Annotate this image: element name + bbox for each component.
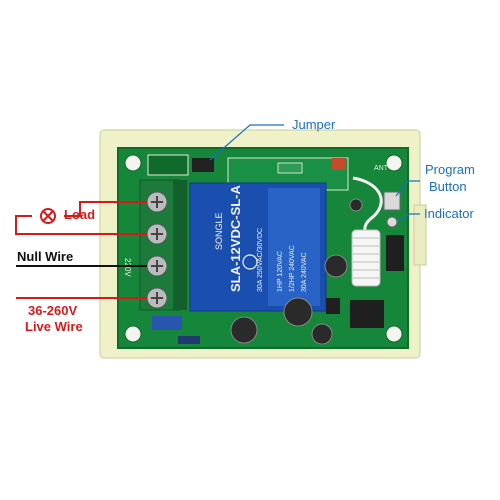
terminal-screws	[146, 191, 168, 309]
capacitor-4	[324, 254, 348, 278]
load-wire-top	[64, 201, 147, 217]
load-label: Load	[64, 207, 96, 222]
relay-rating-1: 30A 250VAC/30VDC	[257, 228, 264, 292]
header-block	[147, 154, 189, 176]
capacitor-1	[230, 316, 258, 344]
wires	[15, 201, 147, 299]
program-button	[383, 191, 401, 211]
relay-rating-3: 1/2HP 240VAC	[289, 245, 296, 292]
capacitor-2	[283, 297, 313, 327]
regulator-ic	[350, 300, 384, 328]
relay-cert-mark	[242, 254, 258, 270]
fuse-resistor	[178, 336, 200, 344]
film-capacitor	[152, 316, 182, 330]
program-label-line2: Button	[429, 179, 467, 194]
indicator-callout	[396, 213, 420, 223]
jumper-header	[192, 158, 214, 172]
antenna-wire	[352, 176, 383, 233]
mount-hole-tl	[124, 154, 142, 172]
housing-tab-right	[413, 204, 427, 266]
jumper-callout	[209, 124, 284, 161]
callouts	[209, 124, 420, 223]
indicator-label: Indicator	[424, 206, 474, 221]
mount-hole-tr	[385, 154, 403, 172]
capacitor-3	[311, 323, 333, 345]
mount-hole-bl	[124, 325, 142, 343]
terminal-back	[173, 180, 187, 310]
ant-mark: ANT	[374, 165, 389, 172]
program-callout	[395, 180, 420, 197]
capacitor-5	[349, 198, 363, 212]
relay-rating-4: 30A 240VAC	[301, 252, 308, 292]
inductor	[332, 158, 346, 170]
relay-brand: SONGLE	[214, 212, 224, 250]
relay-rating-2: 1HP 120VAC	[277, 251, 284, 292]
crystal	[277, 162, 303, 174]
program-label-line1: Program	[425, 162, 475, 177]
live-wire-label: Live Wire	[25, 319, 83, 334]
indicator-led	[386, 216, 398, 228]
load-symbol	[40, 208, 56, 224]
ic-right	[386, 235, 404, 271]
mount-hole-br	[385, 325, 403, 343]
live-voltage-label: 36-260V	[28, 303, 78, 318]
transistor	[326, 298, 340, 314]
jumper-label: Jumper	[292, 117, 336, 132]
antenna-coil	[351, 229, 381, 287]
null-wire-label: Null Wire	[17, 249, 74, 264]
load-wire-bottom	[15, 215, 147, 235]
voltage-mark: 220V	[123, 258, 132, 277]
relay-model: SLA-12VDC-SL-A	[228, 184, 243, 292]
relay: SLA-12VDC-SL-A SONGLE 30A 250VAC/30VDC 1…	[189, 182, 327, 312]
